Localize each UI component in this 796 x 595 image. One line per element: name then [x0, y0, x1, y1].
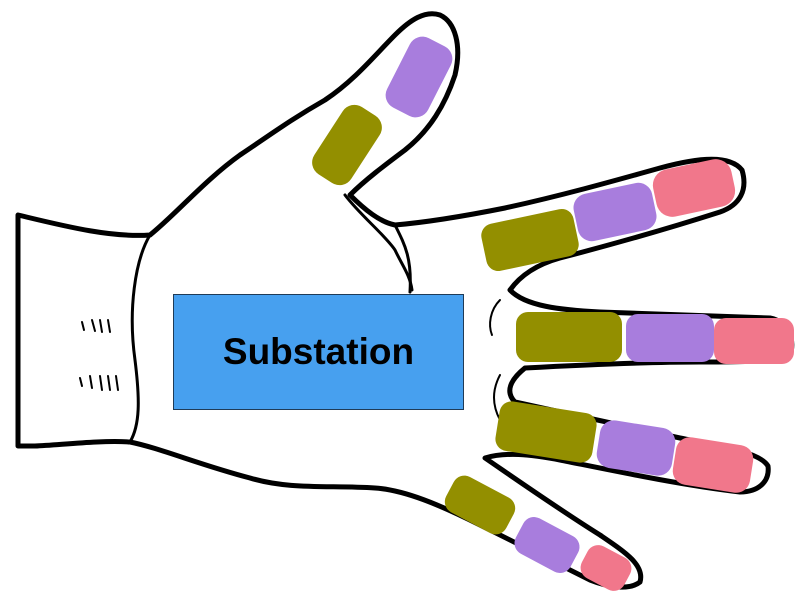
substation-label: Substation: [223, 331, 414, 373]
middle-segment-pink: [714, 318, 794, 364]
middle-segment-violet: [626, 314, 714, 362]
middle-segment-olive: [516, 312, 622, 362]
substation-box: Substation: [173, 294, 464, 410]
